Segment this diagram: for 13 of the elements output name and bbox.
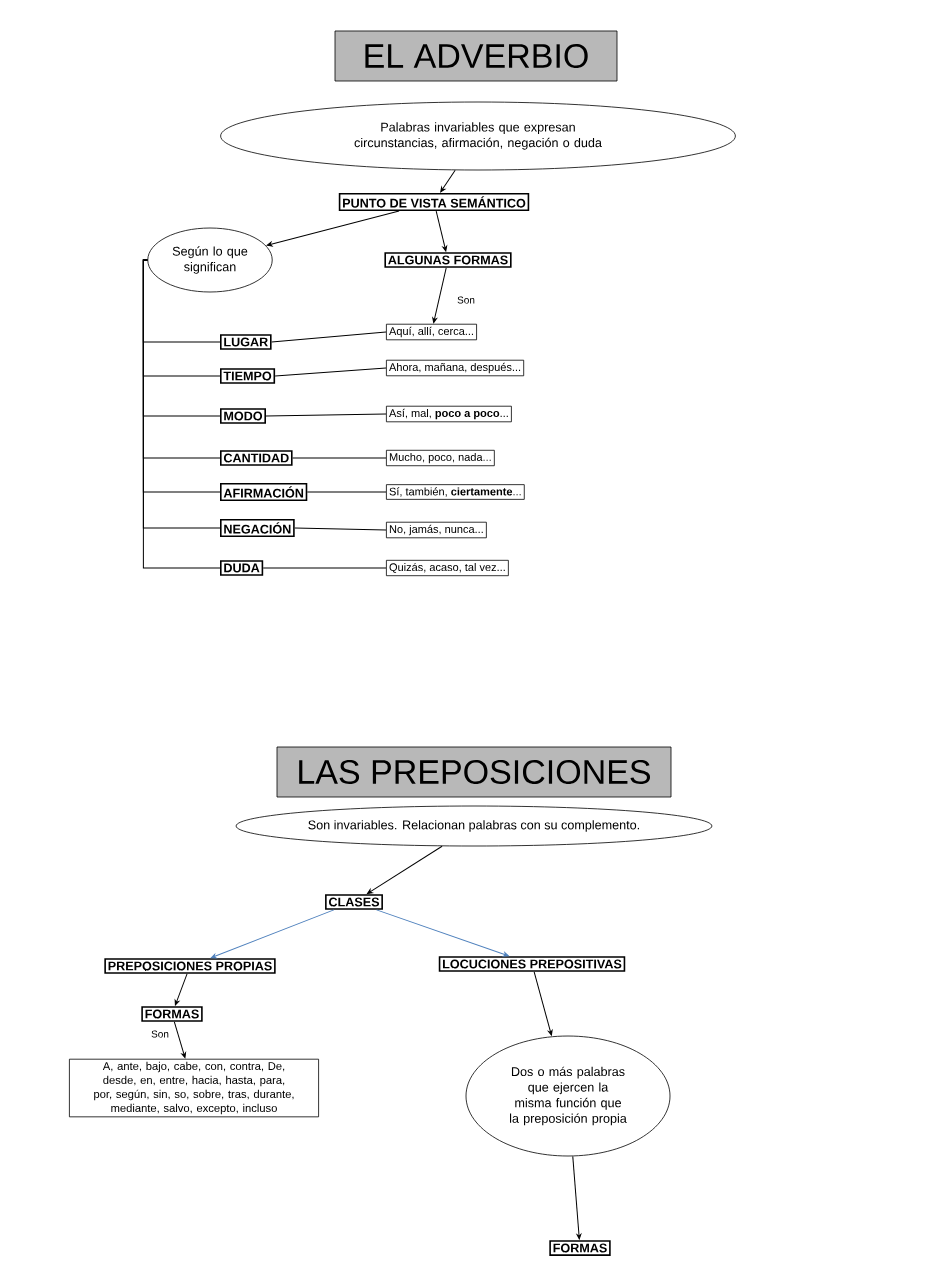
title-box: LAS PREPOSICIONES	[276, 746, 672, 798]
arrow	[440, 169, 456, 193]
arrow	[173, 1021, 186, 1059]
arrow	[432, 267, 447, 324]
arrow	[210, 909, 335, 959]
arrow	[435, 210, 448, 252]
arrow	[174, 973, 188, 1006]
arrow	[572, 1155, 582, 1240]
title-box: EL ADVERBIO	[334, 30, 618, 82]
arrow	[533, 971, 553, 1036]
arrow	[376, 909, 509, 957]
arrow	[266, 210, 400, 247]
arrow	[367, 845, 443, 894]
